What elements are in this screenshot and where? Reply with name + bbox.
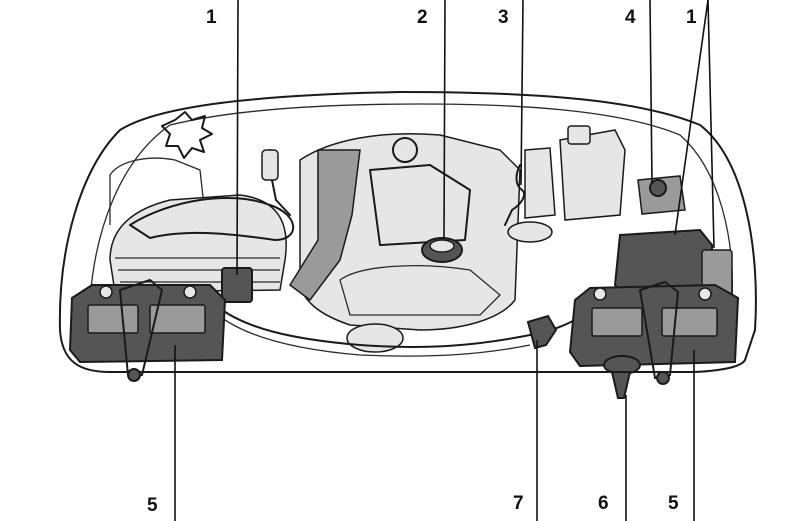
coolant-reservoir xyxy=(559,129,626,221)
left-reservoir xyxy=(109,157,206,225)
inner-bay-outline xyxy=(89,103,734,301)
callout-5-left: 5 xyxy=(147,495,158,516)
pulley xyxy=(346,323,404,353)
sensor-7 xyxy=(526,314,558,350)
battery-right xyxy=(568,281,740,385)
engine-mount-ring xyxy=(392,137,418,163)
callout-1-left: 1 xyxy=(206,7,217,28)
callout-7: 7 xyxy=(513,493,524,514)
cap-6-tab xyxy=(610,371,632,399)
callout-6: 6 xyxy=(598,493,609,514)
leader-4 xyxy=(649,0,653,185)
intake-pipe xyxy=(289,149,361,302)
coolant-cap xyxy=(567,125,591,145)
leader-3 xyxy=(520,0,524,186)
engine-lower-block xyxy=(339,265,501,316)
intake-hose xyxy=(261,149,291,216)
coolant-reservoir-left xyxy=(524,147,556,219)
engine-bay-outline xyxy=(58,91,757,373)
reservoir-tank xyxy=(507,221,553,243)
battery-left xyxy=(68,279,227,382)
leader-1a xyxy=(236,0,239,276)
callout-5-right: 5 xyxy=(668,493,679,514)
valve-knob xyxy=(649,179,667,197)
valve-cover xyxy=(369,164,471,246)
callout-4: 4 xyxy=(625,7,636,28)
callout-3: 3 xyxy=(498,7,509,28)
air-intake-duct xyxy=(129,196,295,241)
callout-1-right: 1 xyxy=(686,7,697,28)
leader-1b-b xyxy=(707,0,715,249)
oil-filler-cap-top xyxy=(429,239,455,253)
leader-1b-a xyxy=(674,0,709,236)
leader-2 xyxy=(443,0,446,239)
air-filter-housing xyxy=(109,194,287,293)
callout-2: 2 xyxy=(417,7,428,28)
dipstick xyxy=(504,164,526,226)
brake-cap-star xyxy=(161,111,213,159)
